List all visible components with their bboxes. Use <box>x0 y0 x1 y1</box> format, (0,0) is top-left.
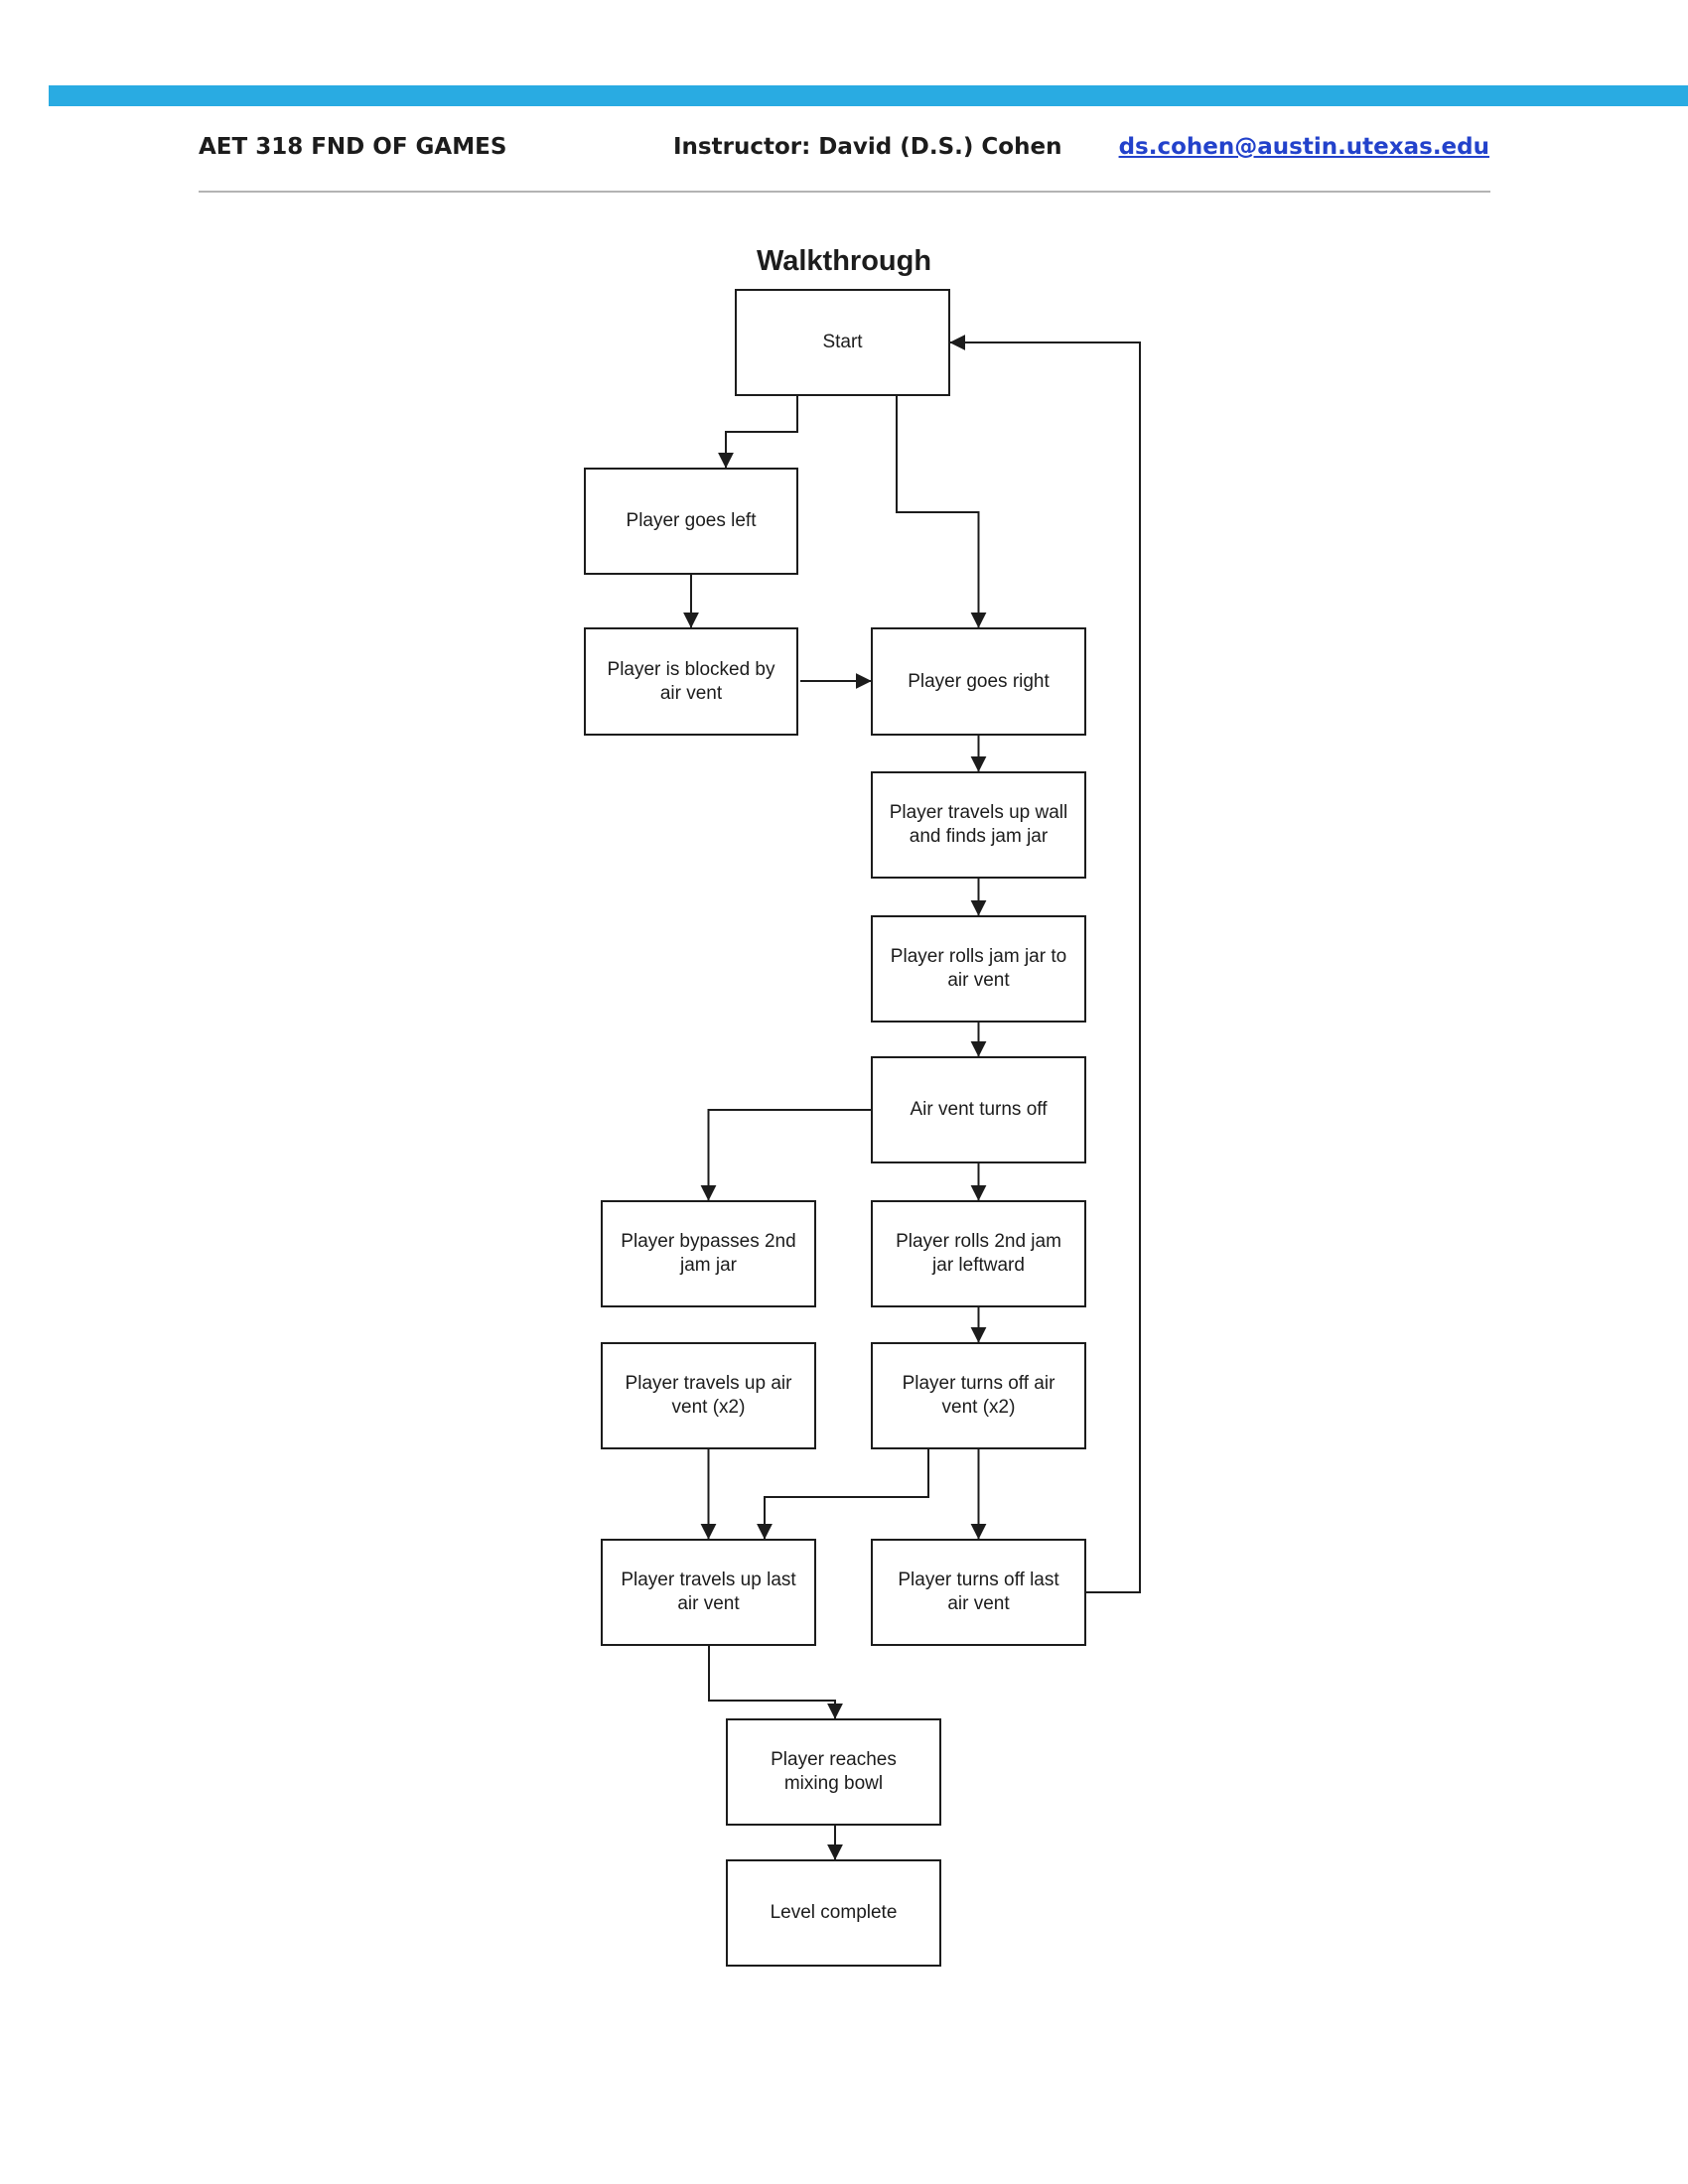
instructor-name: Instructor: David (D.S.) Cohen <box>673 134 1062 160</box>
flow-node-player-travels-up-air-vent-x2: Player travels up air vent (x2) <box>601 1342 816 1449</box>
flowchart-title: Walkthrough <box>756 245 932 277</box>
flow-node-player-is-blocked-by-air-vent: Player is blocked by air vent <box>584 627 798 736</box>
flow-node-player-goes-right: Player goes right <box>871 627 1086 736</box>
flow-node-player-rolls-jam-jar: Player rolls jam jar to air vent <box>871 915 1086 1023</box>
flow-node-player-reaches-mixing-bowl: Player reaches mixing bowl <box>726 1718 941 1826</box>
flow-node-player-rolls-2nd-jam-jar: Player rolls 2nd jam jar leftward <box>871 1200 1086 1307</box>
accent-bar <box>49 85 1688 106</box>
header-divider <box>199 191 1490 193</box>
flow-node-start: Start <box>735 289 950 396</box>
edge-vent-off-to-bypasses <box>700 1109 871 1201</box>
edge-travels-last-to-mixing-bowl <box>708 1646 843 1719</box>
course-title: AET 318 FND OF GAMES <box>199 134 507 160</box>
flow-node-player-travels-up-wall: Player travels up wall and finds jam jar <box>871 771 1086 879</box>
flow-node-level-complete: Level complete <box>726 1859 941 1967</box>
flow-node-player-bypasses-2nd-jam-jar: Player bypasses 2nd jam jar <box>601 1200 816 1307</box>
flow-node-player-turns-off-last-air-vent: Player turns off last air vent <box>871 1539 1086 1646</box>
email-link[interactable]: ds.cohen@austin.utexas.edu <box>1118 134 1489 160</box>
flow-node-player-travels-up-last-air-vent: Player travels up last air vent <box>601 1539 816 1646</box>
edge-start-to-player-goes-left <box>718 396 798 469</box>
edge-turns-off-x2-to-travels-last <box>757 1449 929 1540</box>
flow-node-player-turns-off-air-vent-x2: Player turns off air vent (x2) <box>871 1342 1086 1449</box>
flow-node-air-vent-turns-off: Air vent turns off <box>871 1056 1086 1163</box>
flow-node-player-goes-left: Player goes left <box>584 468 798 575</box>
edge-start-to-player-goes-right <box>896 396 987 628</box>
